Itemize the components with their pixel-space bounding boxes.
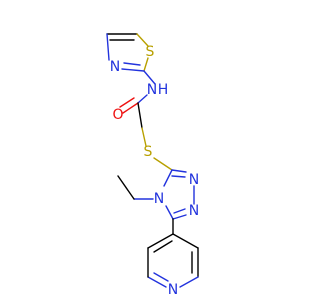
pyridine-bond-c5-c4-double [153, 240, 173, 253]
pyridine-bond-n-c6-double [153, 272, 169, 282]
ethyl-group [117, 175, 154, 200]
bond-c2-amide-n [143, 70, 156, 85]
pyridine-bond-c2-n [179, 276, 199, 288]
atom-labels: S N N H O S N N N N [110, 44, 199, 298]
amide-hydrogen-label: H [158, 82, 169, 98]
thiazole-bond-c2-n-double [123, 62, 141, 66]
thiazole-nitrogen-label: N [110, 59, 120, 75]
bond-ch2-thioether-s [141, 127, 147, 147]
thiazole-ring [106, 33, 149, 72]
molecule-structure-diagram: S N N H O S N N N N [106, 33, 199, 298]
amide-chain [119, 70, 173, 171]
triazole-bond-n1-c5-double [173, 208, 186, 214]
triazole-nitrogen-2-label: N [189, 172, 199, 188]
triazole-bond-c5-n4 [165, 205, 174, 220]
thiazole-bond-c2-n [121, 68, 145, 72]
triazole-nitrogen-1-label: N [189, 203, 199, 219]
pyridine-bond-n-c6 [147, 276, 167, 288]
pyridine-bond-c5-c4 [147, 233, 174, 249]
triazole-ring [163, 169, 195, 220]
triazole-bond-c3-n2-double [171, 175, 186, 178]
thiazole-bond-s-c2 [143, 57, 149, 72]
bond-carbonyl-c-ch2 [137, 102, 143, 129]
thiazole-bond-n-c5 [106, 33, 110, 61]
triazole-nitrogen-4-label: N [154, 191, 164, 207]
carbonyl-oxygen-label: O [112, 107, 123, 123]
amide-nitrogen-label: N [147, 82, 157, 98]
pyridine-bond-c4-c3 [172, 233, 199, 249]
bond-thioether-s-c3 [153, 157, 173, 171]
thiazole-sulfur-label: S [146, 44, 155, 60]
triazole-bond-n4-c3 [163, 169, 173, 187]
bond-ch2-ch3 [117, 175, 135, 200]
bond-amide-n-carbonyl-c [137, 94, 148, 104]
thioether-sulfur-label: S [144, 144, 153, 160]
thiazole-bond-c4-s [136, 33, 149, 47]
bond-carbonyl-c-o [122, 102, 139, 114]
pyridine-nitrogen-label: N [168, 282, 178, 298]
pyridine-ring [147, 218, 199, 288]
triazole-bond-c3-n2 [171, 169, 187, 173]
bond-carbonyl-c-o-double [119, 97, 135, 108]
triazole-bond-n1-c5 [172, 214, 187, 220]
